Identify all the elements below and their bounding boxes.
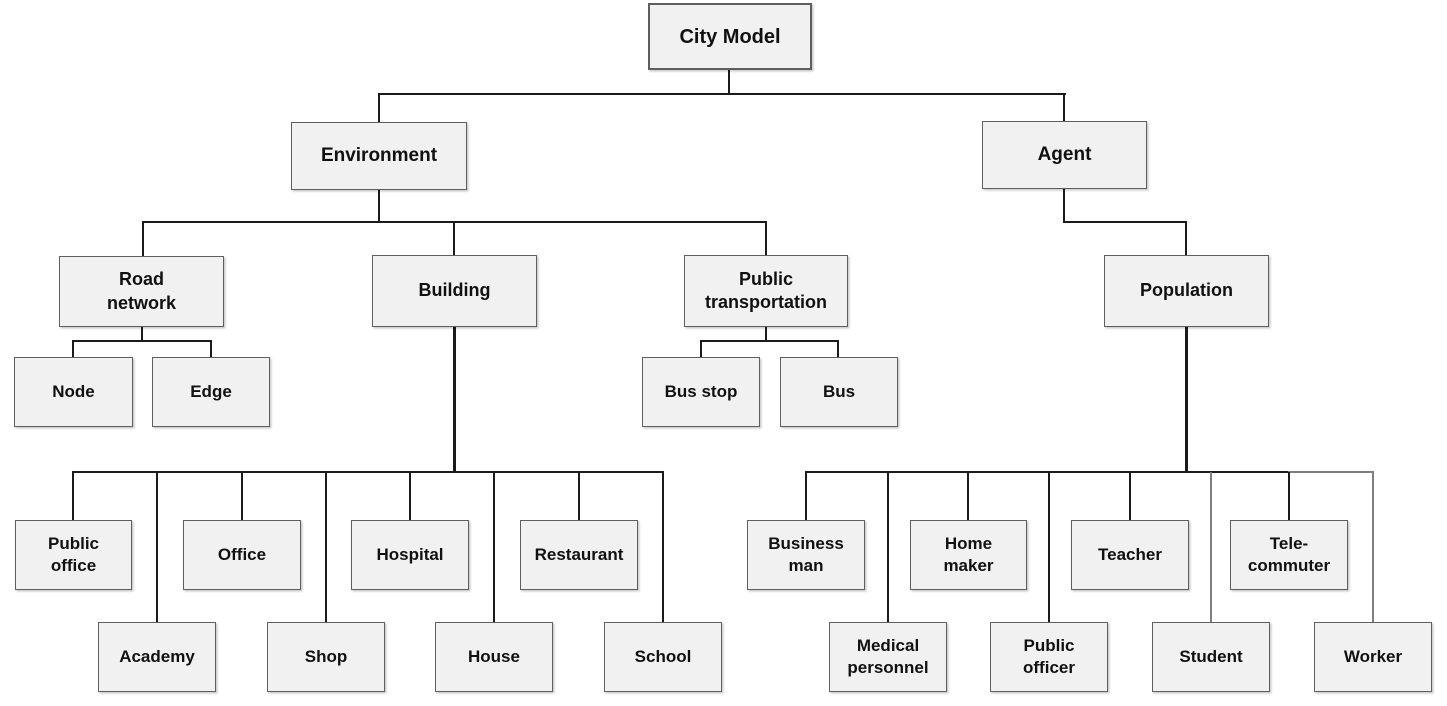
node-home-maker: Home maker: [910, 520, 1027, 590]
connector-restaurant-drop: [578, 472, 580, 520]
node-label: Teacher: [1098, 544, 1162, 564]
connector-house-drop: [493, 472, 495, 622]
connector-public-officer-drop: [1048, 472, 1050, 622]
connector-population-bus-right: [1288, 471, 1374, 473]
connector-building-drop: [453, 221, 455, 255]
connector-agent-stem: [1063, 189, 1065, 223]
node-label: Office: [217, 544, 267, 564]
connector-road-network-stem: [141, 327, 143, 341]
node-label: Public transportation: [704, 268, 827, 312]
connector-public-transportation-drop: [765, 221, 767, 255]
node-restaurant: Restaurant: [520, 520, 638, 590]
node-label: Student: [1179, 646, 1243, 666]
connector-node-drop: [72, 340, 74, 357]
node-business-man: Business man: [747, 520, 865, 590]
node-public-transportation: Public transportation: [684, 255, 848, 327]
node-label: Home maker: [943, 533, 994, 575]
node-label: House: [468, 646, 520, 666]
connector-student-drop: [1210, 472, 1212, 622]
connector-top-bus: [378, 93, 1066, 95]
connector-population-bus: [805, 471, 1290, 473]
node-tele-commuter: Tele-commuter: [1230, 520, 1348, 590]
node-road-network: Road network: [59, 256, 224, 327]
node-label: Restaurant: [534, 544, 624, 564]
connector-bus-drop: [837, 340, 839, 357]
node-school: School: [604, 622, 722, 692]
node-label: Environment: [320, 144, 438, 166]
node-public-officer: Public officer: [990, 622, 1108, 692]
node-student: Student: [1152, 622, 1270, 692]
connector-hospital-drop: [409, 472, 411, 520]
connector-business-man-drop: [805, 472, 807, 520]
connector-tele-commuter-drop: [1288, 472, 1290, 520]
connector-environment-drop: [378, 93, 380, 122]
node-label: School: [634, 646, 692, 666]
node-agent: Agent: [982, 121, 1147, 189]
node-label: Population: [1140, 280, 1233, 301]
connector-academy-drop: [156, 472, 158, 622]
connector-population-stem: [1185, 327, 1188, 473]
connector-worker-drop: [1372, 472, 1374, 622]
connector-public-transportation-bus: [700, 340, 839, 342]
connector-road-network-drop: [142, 221, 144, 256]
node-label: Edge: [190, 381, 232, 401]
connector-agent-elbow: [1063, 221, 1187, 223]
node-label: Public officer: [1023, 635, 1075, 677]
connector-root-stem: [728, 70, 730, 94]
node-teacher: Teacher: [1071, 520, 1189, 590]
node-label: Business man: [768, 533, 844, 575]
node-hospital: Hospital: [351, 520, 469, 590]
connector-shop-drop: [325, 472, 327, 622]
connector-school-drop: [662, 472, 664, 622]
node-city-model: City Model: [648, 3, 812, 70]
node-medical-personnel: Medical personnel: [829, 622, 947, 692]
connector-medical-personnel-drop: [887, 472, 889, 622]
connector-road-network-bus: [72, 340, 212, 342]
connector-teacher-drop: [1129, 472, 1131, 520]
connector-environment-stem: [378, 190, 380, 223]
node-bus-stop: Bus stop: [642, 357, 760, 427]
node-public-office: Public office: [15, 520, 132, 590]
node-label: Shop: [304, 646, 348, 666]
node-worker: Worker: [1314, 622, 1432, 692]
node-label: Road network: [106, 269, 176, 313]
connector-population-drop: [1185, 221, 1187, 255]
node-edge: Edge: [152, 357, 270, 427]
node-label: City Model: [679, 25, 781, 48]
node-academy: Academy: [98, 622, 216, 692]
node-label: Bus: [822, 381, 856, 401]
node-label: Bus stop: [664, 381, 738, 401]
connector-public-office-drop: [72, 472, 74, 520]
node-label: Academy: [119, 646, 195, 666]
node-label: Agent: [1037, 143, 1092, 165]
connector-office-drop: [241, 472, 243, 520]
connector-edge-drop: [210, 340, 212, 357]
node-label: Tele-commuter: [1247, 533, 1331, 575]
node-label: Building: [418, 280, 491, 301]
node-house: House: [435, 622, 553, 692]
connector-home-maker-drop: [967, 472, 969, 520]
node-label: Hospital: [376, 544, 444, 564]
node-bus: Bus: [780, 357, 898, 427]
node-environment: Environment: [291, 122, 467, 190]
node-office: Office: [183, 520, 301, 590]
node-shop: Shop: [267, 622, 385, 692]
node-label: Node: [52, 381, 95, 401]
connector-bus-stop-drop: [700, 340, 702, 357]
node-label: Worker: [1343, 646, 1403, 666]
node-label: Medical personnel: [847, 635, 929, 677]
connector-building-stem: [453, 327, 456, 473]
node-population: Population: [1104, 255, 1269, 327]
connector-agent-drop: [1063, 93, 1065, 121]
node-node: Node: [14, 357, 133, 427]
node-label: Public office: [47, 533, 99, 575]
connector-public-transportation-stem: [765, 327, 767, 341]
connector-building-bus: [72, 471, 664, 473]
node-building: Building: [372, 255, 537, 327]
